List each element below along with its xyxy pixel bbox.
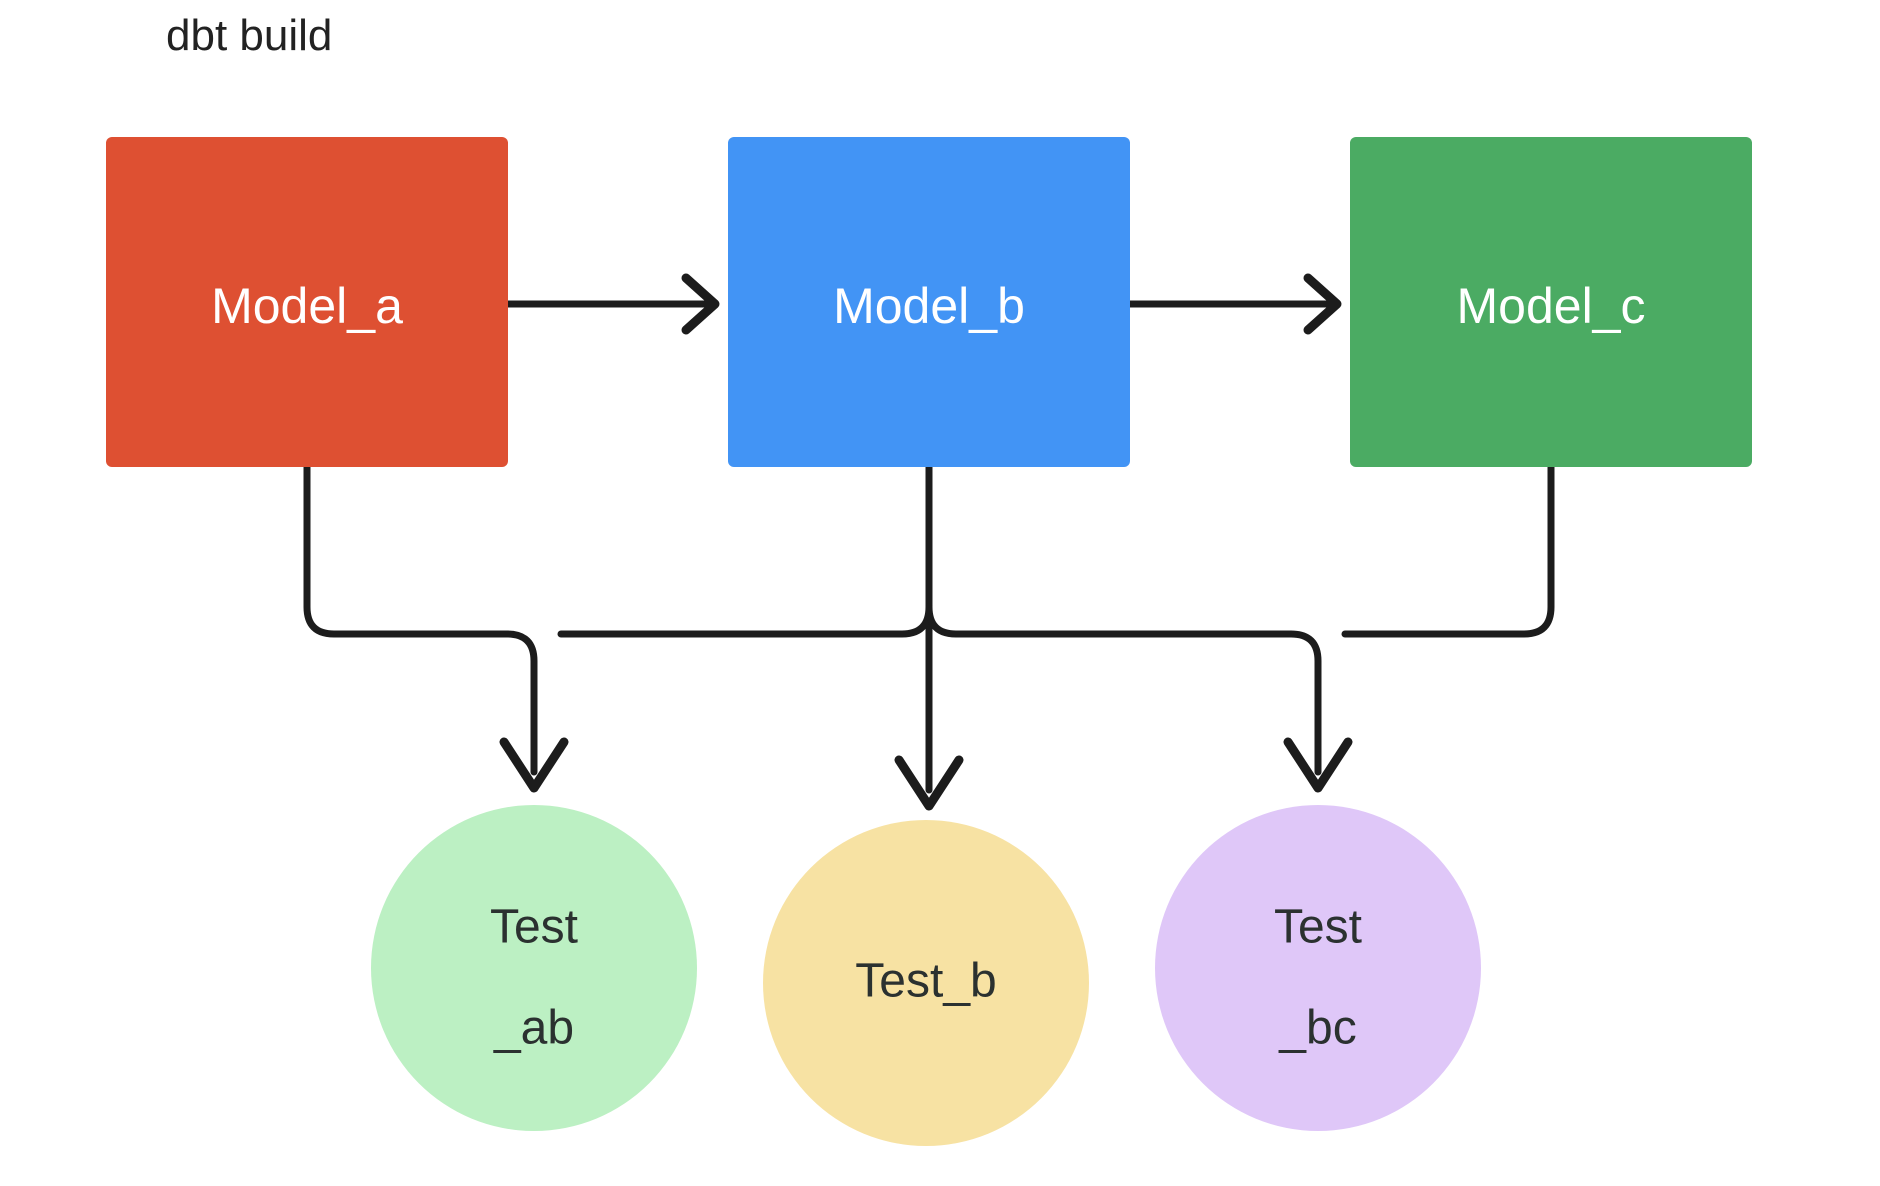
- node-test-bc[interactable]: Test _bc: [1155, 805, 1481, 1131]
- page-title: dbt build: [166, 11, 332, 60]
- node-model-b[interactable]: Model_b: [728, 137, 1130, 467]
- edge-model-b-to-test-ab: [557, 603, 933, 638]
- edge-model-c-to-test-bc: [1341, 463, 1555, 638]
- node-model-a[interactable]: Model_a: [106, 137, 508, 467]
- model-c-label: Model_c: [1457, 278, 1646, 334]
- edge-model-b-to-test-bc: [925, 603, 1353, 793]
- model-b-label: Model_b: [833, 278, 1025, 334]
- node-test-b[interactable]: Test_b: [763, 820, 1089, 1146]
- edge-model-b-to-test-b: [894, 463, 964, 811]
- test-bc-label-line2: _bc: [1278, 1002, 1356, 1055]
- test-ab-label-line2: _ab: [493, 1002, 574, 1055]
- test-ab-shape[interactable]: [371, 805, 697, 1131]
- model-a-label: Model_a: [211, 278, 403, 334]
- edge-model-b-to-model-c: [1126, 273, 1342, 335]
- edge-model-a-to-model-b: [504, 273, 720, 335]
- edge-model-a-to-test-ab: [303, 463, 569, 793]
- node-test-ab[interactable]: Test _ab: [371, 805, 697, 1131]
- model-a-shape[interactable]: [106, 137, 508, 467]
- test-b-label-line1: Test_b: [855, 955, 996, 1008]
- node-model-c[interactable]: Model_c: [1350, 137, 1752, 467]
- test-ab-label-line1: Test: [490, 901, 578, 954]
- test-b-shape[interactable]: [763, 820, 1089, 1146]
- model-c-shape[interactable]: [1350, 137, 1752, 467]
- test-bc-label-line1: Test: [1274, 901, 1362, 954]
- model-b-shape[interactable]: [728, 137, 1130, 467]
- test-bc-shape[interactable]: [1155, 805, 1481, 1131]
